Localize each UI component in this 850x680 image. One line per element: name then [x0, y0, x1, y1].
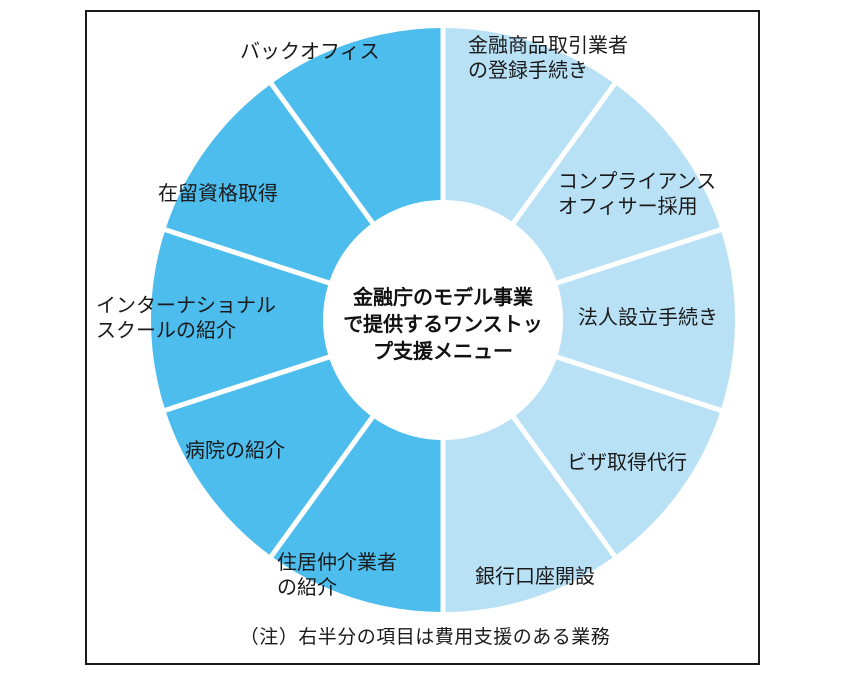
segment-label: の紹介: [277, 575, 337, 599]
segment-label: ビザ取得代行: [567, 450, 687, 474]
footnote: （注）右半分の項目は費用支援のある業務: [239, 626, 611, 648]
segment-label: 在留資格取得: [158, 181, 278, 205]
segment-label: インターナショナル: [96, 293, 276, 317]
center-title-line-3: プ支援メニュー: [373, 339, 513, 363]
segment-label: 金融商品取引業者: [468, 33, 628, 57]
segment-label: 法人設立手続き: [578, 305, 718, 329]
segment-label: 病院の紹介: [185, 438, 285, 462]
segment-label: 銀行口座開設: [475, 564, 595, 588]
segment-label: バックオフィス: [240, 39, 380, 63]
center-circle: [323, 200, 563, 440]
segment-label: 住居仲介業者: [277, 550, 397, 574]
segment-label: コンプライアンス: [558, 169, 716, 193]
wheel-segment: [443, 229, 735, 411]
diagram-frame: [85, 10, 760, 665]
segment-label: の登録手続き: [468, 58, 588, 82]
segment-label: スクールの紹介: [96, 318, 236, 342]
segment-label: オフィサー採用: [558, 194, 698, 218]
center-title-line-2: で提供するワンストッ: [343, 312, 543, 336]
wheel-segment: [151, 229, 444, 411]
center-title-line-1: 金融庁のモデル事業: [352, 285, 534, 309]
